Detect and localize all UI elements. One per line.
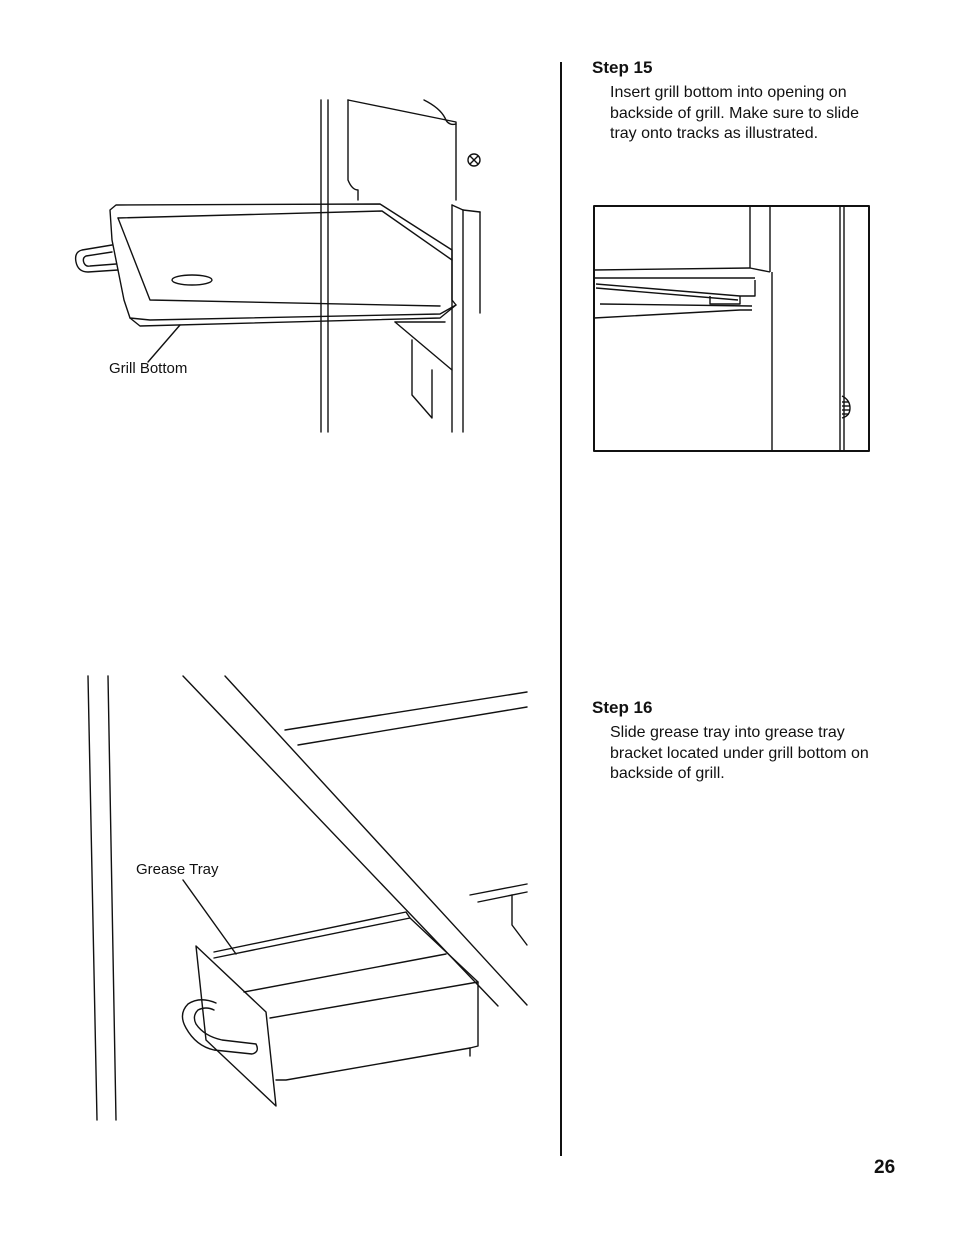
step-16-title: Step 16 [592, 698, 653, 717]
grease-tray-label: Grease Tray [136, 861, 219, 878]
step-16-text: Slide grease tray into grease tray brack… [610, 724, 869, 782]
column-divider [560, 62, 562, 1156]
step-15-text: Insert grill bottom into opening on back… [610, 84, 859, 142]
page-number: 26 [874, 1157, 896, 1178]
grill-bottom-label: Grill Bottom [109, 360, 188, 377]
step-15-title: Step 15 [592, 58, 653, 77]
